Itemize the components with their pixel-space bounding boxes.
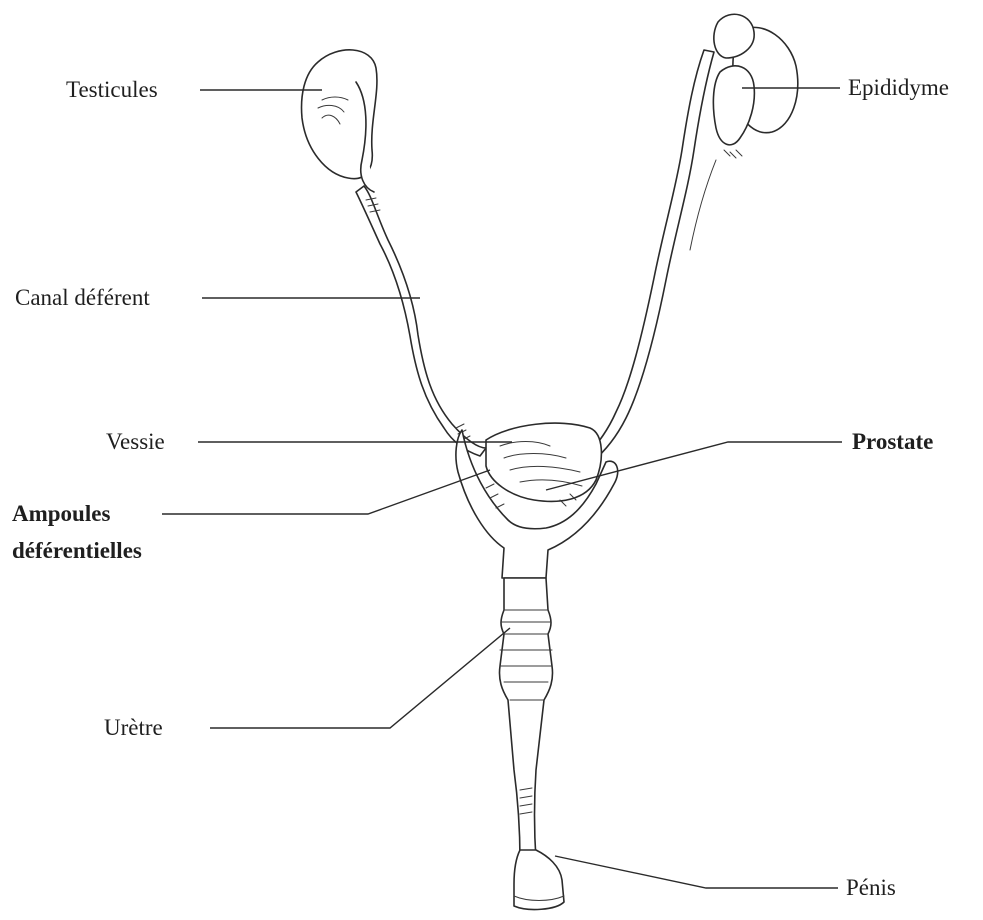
- bladder-shape: [486, 423, 601, 501]
- right-vas-inner: [690, 160, 716, 250]
- organ-drawing: [302, 14, 798, 909]
- label-prostate: Prostate: [852, 429, 933, 454]
- urethra-shape: [499, 578, 552, 860]
- label-penis: Pénis: [846, 875, 896, 900]
- leader-penis: [555, 856, 838, 888]
- leader-ampoules: [162, 470, 490, 514]
- left-vas-deferens: [356, 186, 486, 456]
- label-uretre: Urètre: [104, 715, 163, 740]
- label-canal-deferent: Canal déférent: [15, 285, 150, 310]
- label-vessie: Vessie: [106, 429, 165, 454]
- right-epididymis-hatch: [724, 150, 742, 158]
- label-epididyme: Epididyme: [848, 75, 949, 100]
- label-ampoules-line1: Ampoules: [12, 501, 110, 526]
- right-vas-deferens: [586, 50, 714, 462]
- label-ampoules-line2: déférentielles: [12, 538, 142, 563]
- leader-uretre: [210, 628, 510, 728]
- right-epididymis-body: [713, 66, 754, 145]
- label-testicules: Testicules: [66, 77, 158, 102]
